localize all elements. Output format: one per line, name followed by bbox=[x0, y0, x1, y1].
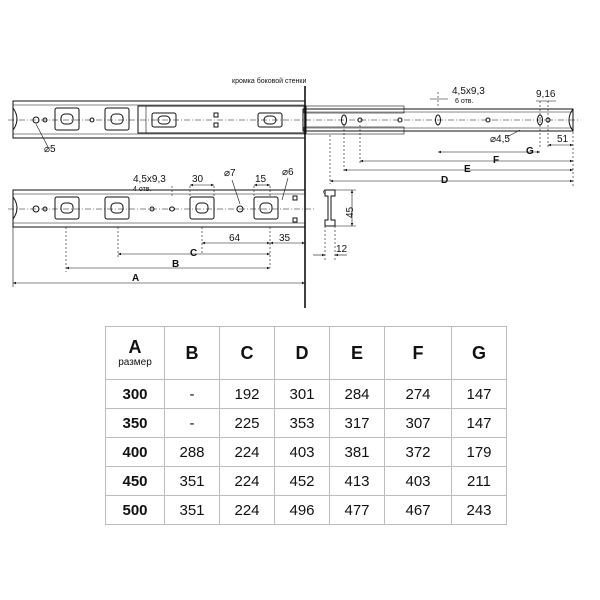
table-row: 300 - 192 301 284 274 147 bbox=[105, 379, 507, 409]
table-cell: 243 bbox=[451, 495, 507, 525]
table-row: 400 288 224 403 381 372 179 bbox=[105, 437, 507, 467]
dim-c-label: C bbox=[190, 248, 197, 259]
header-a: A bbox=[128, 337, 142, 357]
table-cell: 192 bbox=[219, 379, 275, 409]
dim-30: 30 bbox=[192, 174, 204, 185]
dim-a-label: A bbox=[132, 273, 139, 284]
table-cell: 179 bbox=[451, 437, 507, 467]
dim-d-label: D bbox=[441, 175, 448, 186]
dim-e-label: E bbox=[464, 164, 471, 175]
table-cell: - bbox=[164, 408, 220, 438]
table-header-cell: C bbox=[219, 326, 275, 380]
table-cell: 351 bbox=[164, 495, 220, 525]
dim-d7: ⌀7 bbox=[224, 168, 236, 179]
table-cell: 496 bbox=[274, 495, 330, 525]
table-cell: 284 bbox=[329, 379, 385, 409]
dim-slot-top: 4,5x9,3 bbox=[452, 86, 485, 97]
table-cell: 413 bbox=[329, 466, 385, 496]
table-cell-size: 300 bbox=[105, 379, 165, 409]
table-cell: 274 bbox=[384, 379, 452, 409]
table-cell: - bbox=[164, 379, 220, 409]
table-cell-size: 500 bbox=[105, 495, 165, 525]
top-dimension-lines bbox=[35, 92, 574, 186]
table-cell-size: 350 bbox=[105, 408, 165, 438]
table-cell: 307 bbox=[384, 408, 452, 438]
table-cell: 301 bbox=[274, 379, 330, 409]
side-wall-label: кромка боковой стенки bbox=[232, 77, 306, 85]
dim-d6: ⌀6 bbox=[282, 167, 294, 178]
dim-f-label: F bbox=[493, 155, 499, 166]
table-cell: 353 bbox=[274, 408, 330, 438]
top-slide-view bbox=[12, 100, 574, 139]
table-cell: 467 bbox=[384, 495, 452, 525]
table-cell: 317 bbox=[329, 408, 385, 438]
table-header-cell: E bbox=[329, 326, 385, 380]
table-row: 450 351 224 452 413 403 211 bbox=[105, 466, 507, 496]
dim-d5: ⌀5 bbox=[44, 144, 56, 155]
table-cell: 403 bbox=[274, 437, 330, 467]
table-cell-size: 400 bbox=[105, 437, 165, 467]
drawer-slide-diagram: кромка боковой стенки bbox=[8, 77, 580, 308]
table-cell: 147 bbox=[451, 408, 507, 438]
dim-15: 15 bbox=[255, 174, 267, 185]
table-cell: 224 bbox=[219, 466, 275, 496]
dim-slot-bottom: 4,5x9,3 bbox=[133, 174, 166, 185]
dim-45: 45 bbox=[345, 206, 356, 218]
bottom-dimension-lines bbox=[12, 177, 356, 287]
dim-12: 12 bbox=[336, 244, 348, 255]
table-row: 350 - 225 353 317 307 147 bbox=[105, 408, 507, 438]
dim-35: 35 bbox=[279, 233, 291, 244]
table-header-size: A размер bbox=[105, 326, 165, 380]
table-header-cell: B bbox=[164, 326, 220, 380]
table-cell: 147 bbox=[451, 379, 507, 409]
table-cell: 225 bbox=[219, 408, 275, 438]
table-cell: 351 bbox=[164, 466, 220, 496]
table-cell: 403 bbox=[384, 466, 452, 496]
table-cell: 372 bbox=[384, 437, 452, 467]
table-cell: 452 bbox=[274, 466, 330, 496]
dim-d4-5: ⌀4,5 bbox=[490, 134, 510, 145]
table-row: 500 351 224 496 477 467 243 bbox=[105, 495, 507, 525]
table-cell-size: 450 bbox=[105, 466, 165, 496]
dimensions-table: A размер B C D E F G 300 - 192 301 284 2… bbox=[105, 326, 507, 525]
dim-51: 51 bbox=[557, 134, 569, 145]
table-cell: 224 bbox=[219, 437, 275, 467]
table-header-cell: G bbox=[451, 326, 507, 380]
table-cell: 211 bbox=[451, 466, 507, 496]
table-cell: 381 bbox=[329, 437, 385, 467]
dim-9-16: 9,16 bbox=[536, 89, 556, 100]
dim-g-label: G bbox=[526, 146, 534, 157]
table-header-cell: D bbox=[274, 326, 330, 380]
table-cell: 288 bbox=[164, 437, 220, 467]
dim-slot-top-sub: 6 отв. bbox=[455, 98, 474, 105]
table-cell: 477 bbox=[329, 495, 385, 525]
table-cell: 224 bbox=[219, 495, 275, 525]
table-header-row: A размер B C D E F G bbox=[105, 326, 507, 380]
header-a-sub: размер bbox=[118, 357, 152, 368]
dim-64: 64 bbox=[229, 233, 241, 244]
dim-slot-bottom-sub: 4 отв. bbox=[133, 186, 152, 193]
bottom-slide-view bbox=[12, 189, 336, 228]
table-header-cell: F bbox=[384, 326, 452, 380]
dim-b-label: B bbox=[172, 259, 179, 270]
